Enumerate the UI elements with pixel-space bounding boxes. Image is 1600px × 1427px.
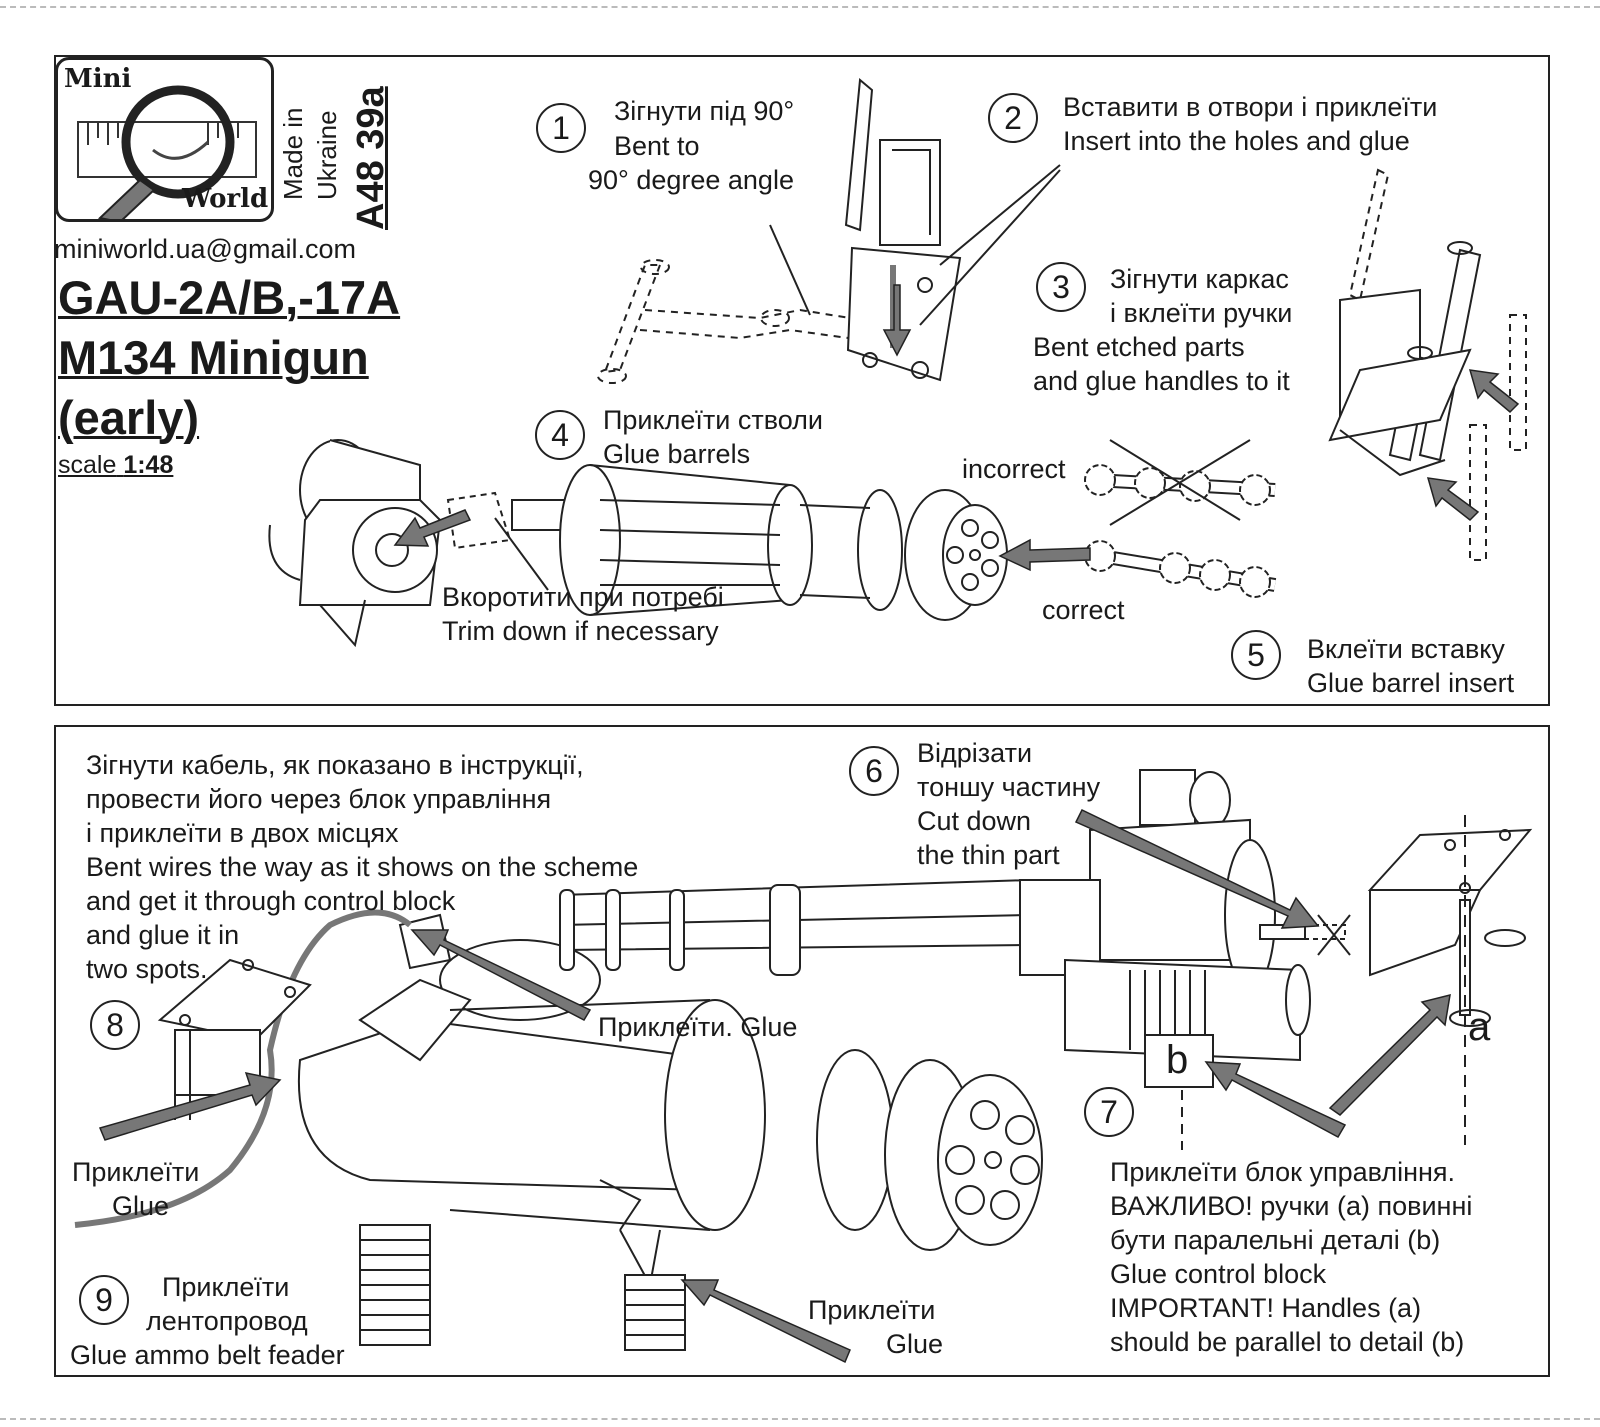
control-line-6: should be parallel to detail (b) <box>1110 1327 1465 1357</box>
label-correct: correct <box>1042 595 1125 625</box>
control-block-right <box>1367 828 1533 1027</box>
ammo-belt-feeder <box>359 1224 686 1351</box>
glue-left-ua: Приклеїти <box>72 1157 200 1187</box>
wire-line-6: and glue it in <box>86 920 240 950</box>
label-a: a <box>1468 1005 1491 1049</box>
control-instructions: Приклеїти блок управління. ВАЖЛИВО! ручк… <box>1110 1155 1472 1359</box>
glue-bottom-ua: Приклеїти <box>808 1295 936 1325</box>
step-2-en: Insert into the holes and glue <box>1063 126 1410 156</box>
wire-line-3: і приклеїти в двох місцях <box>86 818 399 848</box>
step-6-en1: Cut down <box>917 806 1032 836</box>
step-9-marker: 9 <box>79 1275 129 1325</box>
wire-line-5: and get it through control block <box>86 886 456 916</box>
panel-top <box>54 55 1550 706</box>
step-6-ua1: Відрізати <box>917 738 1033 768</box>
frame-part <box>1328 241 1482 477</box>
glue-bottom-en: Glue <box>886 1329 944 1359</box>
step-7-marker: 7 <box>1084 1087 1134 1137</box>
step-3-en1: Bent etched parts <box>1033 332 1245 362</box>
step-5-marker: 5 <box>1231 630 1281 680</box>
wire-line-4: Bent wires the way as it shows on the sc… <box>86 852 639 882</box>
miniworld-logo: Mini World <box>55 57 274 222</box>
wire-line-7: two spots. <box>86 954 208 984</box>
panel-bottom <box>54 725 1550 1377</box>
arrow-icons <box>98 284 1520 1364</box>
step-4-marker: 4 <box>535 410 585 460</box>
bottom-cut-line <box>0 1418 1600 1420</box>
title-line2: M134 Minigun <box>58 331 369 384</box>
receiver-housing <box>268 439 442 648</box>
glue-left-en: Glue <box>112 1191 170 1221</box>
control-line-5: IMPORTANT! Handles (a) <box>1110 1293 1422 1323</box>
control-line-4: Glue control block <box>1110 1259 1327 1289</box>
step-5-ua: Вклеїти вставку <box>1307 634 1505 664</box>
step-5-en: Glue barrel insert <box>1307 668 1515 698</box>
label-incorrect: incorrect <box>962 454 1066 484</box>
step-2-ua: Вставити в отвори і приклеїти <box>1063 92 1438 122</box>
wire-line-1: Зігнути кабель, як показано в інструкції… <box>86 750 584 780</box>
step-1-en1: Bent to <box>614 131 700 161</box>
email: miniworld.ua@gmail.com <box>54 234 356 264</box>
control-block-left <box>157 958 312 1120</box>
scale-label: scale <box>58 451 117 479</box>
trim-en: Trim down if necessary <box>442 616 719 646</box>
step-4-ua: Приклеїти стволи <box>603 405 824 435</box>
step-6-en2: the thin part <box>917 840 1060 870</box>
step-9-en: Glue ammo belt feader <box>70 1340 345 1370</box>
glue-top-label: Приклеїти. Glue <box>598 1012 798 1042</box>
step-9-ua1: Приклеїти <box>162 1272 290 1302</box>
title-line3: (early) <box>58 391 200 444</box>
bent-flap-dashed <box>597 259 851 384</box>
step-1-marker: 1 <box>536 103 586 153</box>
scale-value: 1:48 <box>123 451 174 479</box>
step-3-ua1: Зігнути каркас <box>1110 264 1289 294</box>
label-b: b <box>1166 1038 1189 1082</box>
wire-line-2: провести його через блок управління <box>86 784 552 814</box>
control-line-3: бути паралельні деталі (b) <box>1110 1225 1441 1255</box>
step-1-ua: Зігнути під 90° <box>614 96 795 126</box>
step-4-en: Glue barrels <box>603 439 751 469</box>
step-3-marker: 3 <box>1036 262 1086 312</box>
control-line-2: ВАЖЛИВО! ручки (a) повинні <box>1110 1191 1473 1221</box>
wire-instructions: Зігнути кабель, як показано в інструкції… <box>86 748 638 986</box>
step-9-ua2: лентопровод <box>146 1306 308 1336</box>
logo-word-top: Mini <box>64 64 132 94</box>
logo-word-bottom: World <box>182 184 269 214</box>
trim-ua: Вкоротити при потребі <box>442 582 724 612</box>
top-cut-line <box>0 6 1600 8</box>
barrel-insert-incorrect <box>1084 439 1276 526</box>
step-6-ua2: тоншу частину <box>917 772 1101 802</box>
scale: scale 1:48 <box>58 448 173 482</box>
step-3-ua2: і вклеїти ручки <box>1110 298 1293 328</box>
barrel-insert-correct <box>1084 540 1277 598</box>
title-line1: GAU-2A/B,-17A <box>58 271 401 324</box>
control-line-1: Приклеїти блок управління. <box>1110 1157 1456 1187</box>
step-1-en2: 90° degree angle <box>588 165 794 195</box>
minigun-rear-view <box>559 769 1351 1088</box>
cable-wire <box>74 909 412 1228</box>
magnifier-icon <box>77 85 257 219</box>
step-2-marker: 2 <box>988 93 1038 143</box>
step-8-marker: 8 <box>90 1000 140 1050</box>
step-6-marker: 6 <box>849 746 899 796</box>
step-3-en2: and glue handles to it <box>1033 366 1290 396</box>
barrel-cluster <box>511 464 1008 621</box>
